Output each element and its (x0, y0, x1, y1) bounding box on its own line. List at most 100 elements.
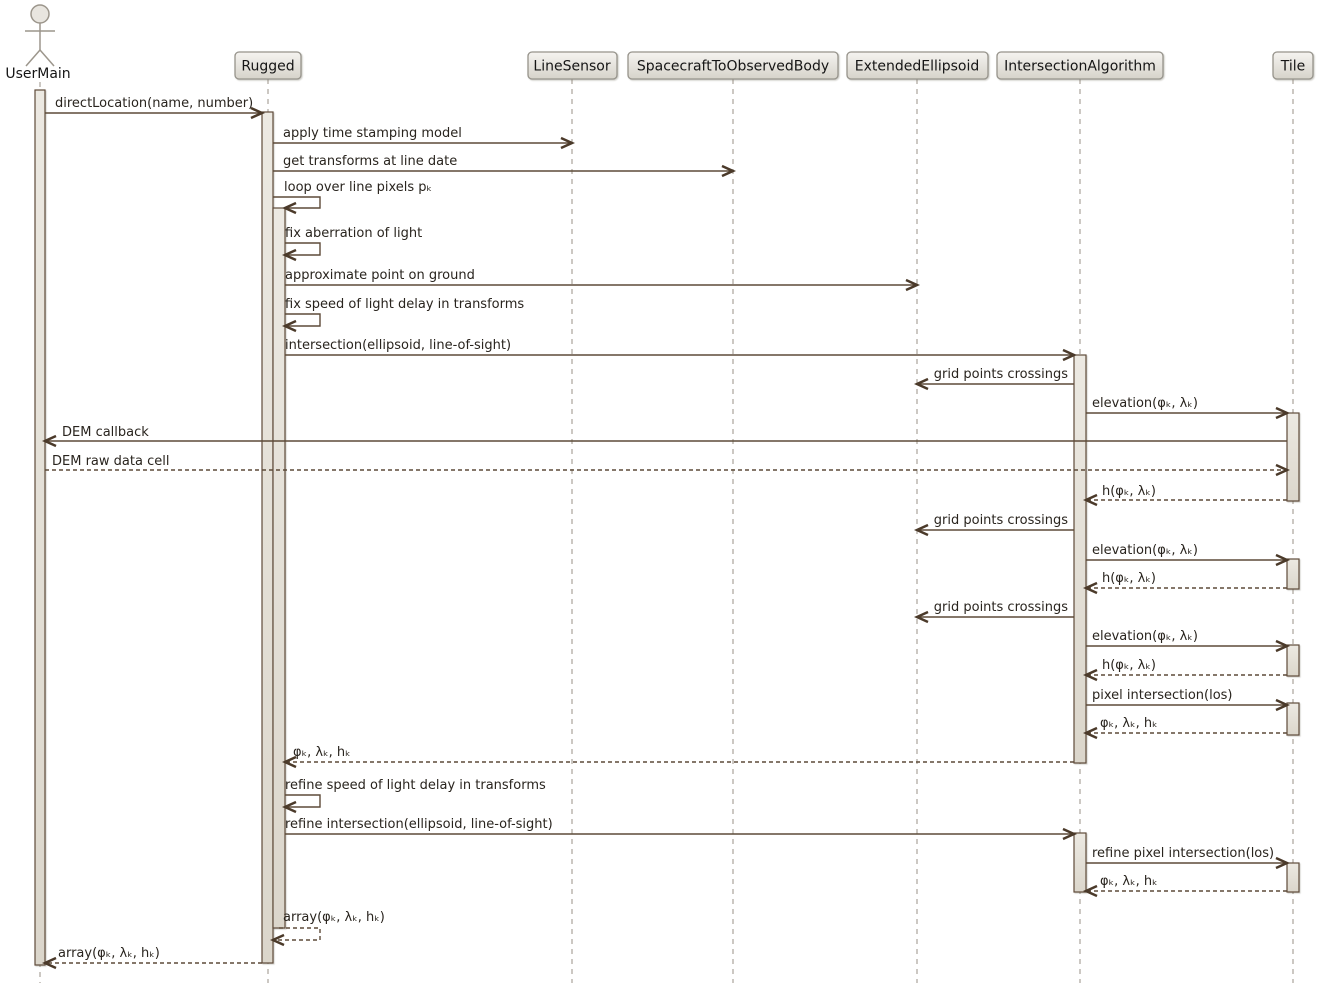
participant-label-intersection-algorithm: IntersectionAlgorithm (1004, 59, 1156, 75)
msg-h-3-label: h(φₖ, λₖ) (1102, 658, 1156, 673)
msg-dem-raw-data-arrowhead-icon (1275, 463, 1291, 477)
msg-intersection: intersection(ellipsoid, line-of-sight) (285, 338, 1078, 362)
msg-apply-time-stamping: apply time stamping model (273, 126, 576, 150)
actor-head (30, 4, 50, 24)
msg-pixel-intersection-label: pixel intersection(los) (1092, 688, 1233, 703)
msg-approximate-point-label: approximate point on ground (285, 268, 475, 283)
msg-phi-lambda-h-3: φₖ, λₖ, hₖ (1082, 874, 1287, 898)
msg-elevation-2-arrowhead-icon (1275, 553, 1291, 567)
msg-loop-pixels: loop over line pixels pₖ (273, 180, 432, 215)
msg-dem-callback: DEM callback (41, 425, 1287, 448)
msg-fix-aberration-line (285, 242, 321, 256)
msg-elevation-3-label: elevation(φₖ, λₖ) (1092, 629, 1198, 644)
actor-leg-right (39, 49, 55, 67)
participant-box-spacecraft-to-observed-body (627, 51, 839, 80)
msg-elevation-2: elevation(φₖ, λₖ) (1086, 543, 1291, 567)
msg-get-transforms-arrowhead-icon (721, 164, 737, 178)
msg-grid-crossings-2: grid points crossings (913, 513, 1074, 537)
act-tile-3 (1286, 644, 1300, 677)
act-tile-5 (1286, 862, 1300, 893)
participant-spacecraft-to-observed-body: SpacecraftToObservedBody (627, 51, 839, 80)
msg-h-2: h(φₖ, λₖ) (1082, 571, 1287, 595)
msg-refine-intersection-label: refine intersection(ellipsoid, line-of-s… (285, 817, 553, 832)
participant-label-linesensor: LineSensor (533, 59, 610, 75)
msg-elevation-1-arrowhead-icon (1275, 406, 1291, 420)
actor-usermain: UserMain (5, 4, 71, 82)
msg-array-outer: array(φₖ, λₖ, hₖ) (41, 946, 262, 970)
msg-fix-speed-line (285, 313, 321, 327)
msg-h-1-label: h(φₖ, λₖ) (1102, 484, 1156, 499)
participant-rugged: Rugged (234, 51, 302, 80)
participant-box-extended-ellipsoid (846, 51, 989, 80)
msg-phi-lambda-h-2-label: φₖ, λₖ, hₖ (293, 745, 351, 760)
msg-grid-crossings-2-label: grid points crossings (934, 513, 1068, 528)
msg-intersection-label: intersection(ellipsoid, line-of-sight) (285, 338, 511, 353)
msg-array-inner-label: array(φₖ, λₖ, hₖ) (283, 910, 385, 925)
msg-fix-aberration: fix aberration of light (281, 226, 422, 262)
msg-dem-callback-label: DEM callback (62, 425, 149, 440)
msg-apply-time-stamping-arrowhead-icon (560, 136, 576, 150)
msg-elevation-3-arrowhead-icon (1275, 639, 1291, 653)
msg-dem-callback-arrowhead-icon (41, 434, 57, 448)
msg-refine-speed-arrowhead-icon (281, 800, 297, 814)
participants: Rugged LineSensor SpacecraftToObservedBody… (234, 51, 1314, 80)
msg-fix-speed-arrowhead-icon (281, 319, 297, 333)
msg-h-3: h(φₖ, λₖ) (1082, 658, 1287, 682)
msg-array-inner: array(φₖ, λₖ, hₖ) (269, 910, 385, 947)
msg-array-outer-label: array(φₖ, λₖ, hₖ) (58, 946, 160, 961)
msg-pixel-intersection: pixel intersection(los) (1086, 688, 1291, 712)
participant-label-tile: Tile (1280, 59, 1306, 75)
msg-array-inner-arrowhead-icon (269, 933, 285, 947)
participant-linesensor: LineSensor (527, 51, 618, 80)
msg-approximate-point: approximate point on ground (285, 268, 921, 292)
msg-grid-crossings-2-arrowhead-icon (913, 523, 929, 537)
msg-direct-location: directLocation(name, number) (45, 96, 266, 120)
msg-elevation-1: elevation(φₖ, λₖ) (1086, 396, 1291, 420)
msg-h-3-arrowhead-icon (1082, 668, 1098, 682)
msg-phi-lambda-h-2: φₖ, λₖ, hₖ (281, 745, 1074, 769)
msg-get-transforms-label: get transforms at line date (283, 154, 457, 169)
act-intersection-2 (1073, 832, 1087, 893)
actor-leg-left (25, 49, 41, 67)
msg-refine-speed: refine speed of light delay in transform… (281, 778, 546, 814)
msg-phi-lambda-h-3-label: φₖ, λₖ, hₖ (1100, 874, 1158, 889)
msg-intersection-arrowhead-icon (1062, 348, 1078, 362)
act-intersection-1 (1073, 354, 1087, 764)
msg-direct-location-label: directLocation(name, number) (55, 96, 253, 111)
msg-grid-crossings-3-arrowhead-icon (913, 610, 929, 624)
participant-label-extended-ellipsoid: ExtendedEllipsoid (855, 59, 980, 75)
msg-approximate-point-arrowhead-icon (905, 278, 921, 292)
msg-dem-raw-data-label: DEM raw data cell (52, 454, 169, 469)
msg-h-2-arrowhead-icon (1082, 581, 1098, 595)
msg-fix-aberration-arrowhead-icon (281, 248, 297, 262)
participant-extended-ellipsoid: ExtendedEllipsoid (846, 51, 989, 80)
msg-refine-intersection: refine intersection(ellipsoid, line-of-s… (285, 817, 1078, 841)
msg-fix-speed-label: fix speed of light delay in transforms (285, 297, 524, 312)
msg-fix-speed: fix speed of light delay in transforms (281, 297, 524, 333)
msg-dem-raw-data: DEM raw data cell (45, 454, 1291, 477)
msg-elevation-1-label: elevation(φₖ, λₖ) (1092, 396, 1198, 411)
messages: directLocation(name, number) apply time s… (41, 96, 1291, 970)
msg-fix-aberration-label: fix aberration of light (285, 226, 422, 241)
msg-refine-intersection-arrowhead-icon (1062, 827, 1078, 841)
participant-box-linesensor (527, 51, 618, 80)
msg-loop-pixels-line (273, 196, 321, 209)
msg-phi-lambda-h-3-arrowhead-icon (1082, 884, 1098, 898)
participant-label-spacecraft-to-observed-body: SpacecraftToObservedBody (637, 59, 829, 75)
msg-get-transforms: get transforms at line date (273, 154, 737, 178)
msg-h-2-label: h(φₖ, λₖ) (1102, 571, 1156, 586)
msg-refine-pixel-arrowhead-icon (1275, 856, 1291, 870)
actor-label: UserMain (5, 66, 70, 82)
msg-direct-location-arrowhead-icon (250, 106, 266, 120)
activations (34, 89, 1300, 966)
msg-h-1: h(φₖ, λₖ) (1082, 484, 1287, 507)
participant-tile: Tile (1272, 51, 1314, 80)
participant-label-rugged: Rugged (241, 59, 294, 75)
msg-elevation-3: elevation(φₖ, λₖ) (1086, 629, 1291, 653)
act-tile-1 (1286, 412, 1300, 502)
act-tile-2 (1286, 558, 1300, 590)
act-rugged-inner (272, 207, 286, 929)
act-tile-4 (1286, 702, 1300, 736)
